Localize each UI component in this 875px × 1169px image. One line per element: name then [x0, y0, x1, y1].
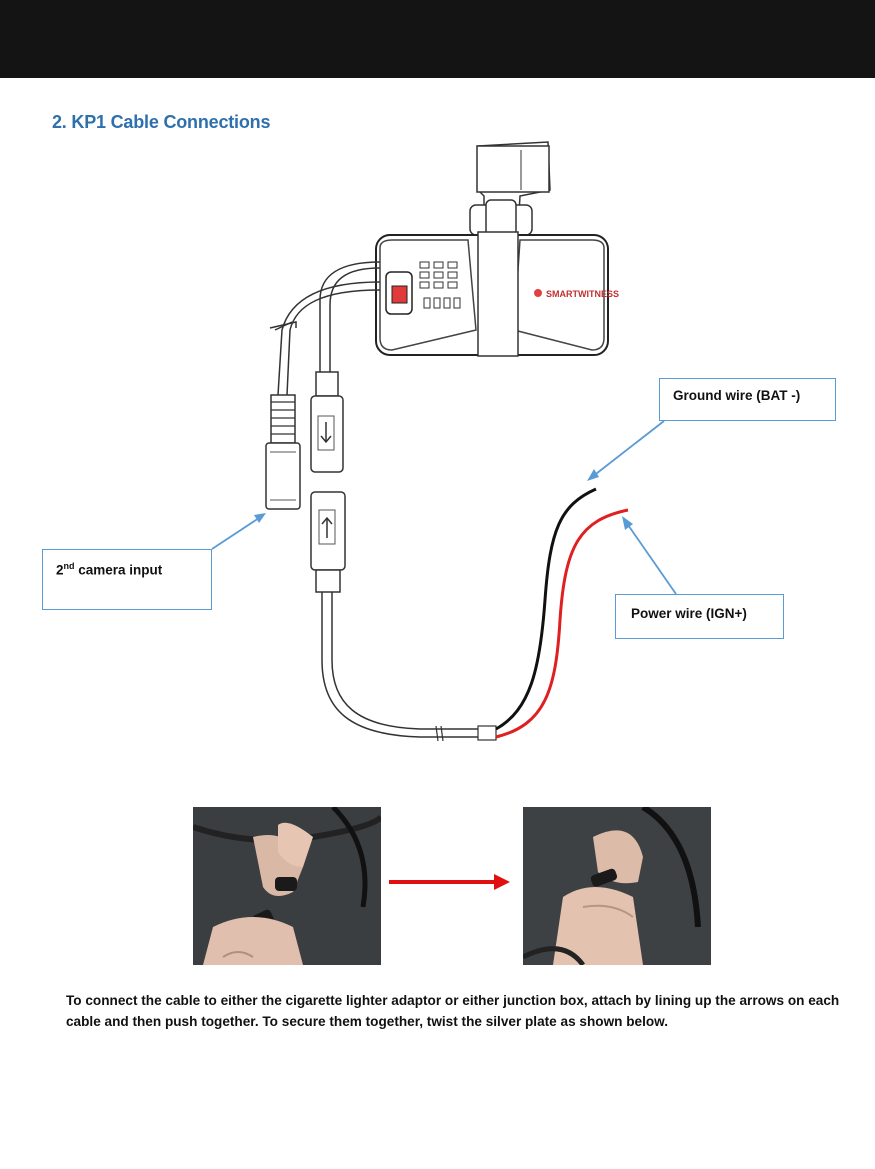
device-brand-text: SMARTWITNESS	[546, 289, 619, 299]
power-wire-label: Power wire (IGN+)	[631, 606, 747, 621]
power-wire-callout: Power wire (IGN+)	[615, 594, 784, 639]
instruction-text: To connect the cable to either the cigar…	[66, 993, 840, 1029]
ground-wire	[495, 487, 597, 731]
upper-cables	[269, 261, 381, 396]
camera-mount	[469, 141, 551, 241]
photo-connect-step-1	[193, 807, 381, 965]
lower-cable	[321, 592, 497, 742]
upper-power-connector	[310, 371, 344, 473]
camera-input-callout: 2nd camera input	[42, 549, 212, 610]
step-arrow	[389, 874, 510, 890]
power-wire	[495, 508, 629, 739]
camera-input-connector	[265, 394, 301, 510]
photo-connect-step-2	[523, 807, 711, 965]
camera-input-label: camera input	[74, 562, 163, 578]
section-title: 2. KP1 Cable Connections	[52, 112, 271, 132]
lower-power-connector	[310, 491, 346, 593]
arrow-heads	[254, 469, 633, 530]
dashcam-body	[375, 231, 609, 357]
ground-wire-callout: Ground wire (BAT -)	[659, 378, 836, 421]
camera-input-number: 2	[56, 562, 64, 578]
header-bar	[0, 0, 875, 78]
callout-arrows	[211, 420, 677, 595]
camera-input-ordinal: nd	[63, 561, 75, 571]
ground-wire-label: Ground wire (BAT -)	[673, 388, 801, 403]
